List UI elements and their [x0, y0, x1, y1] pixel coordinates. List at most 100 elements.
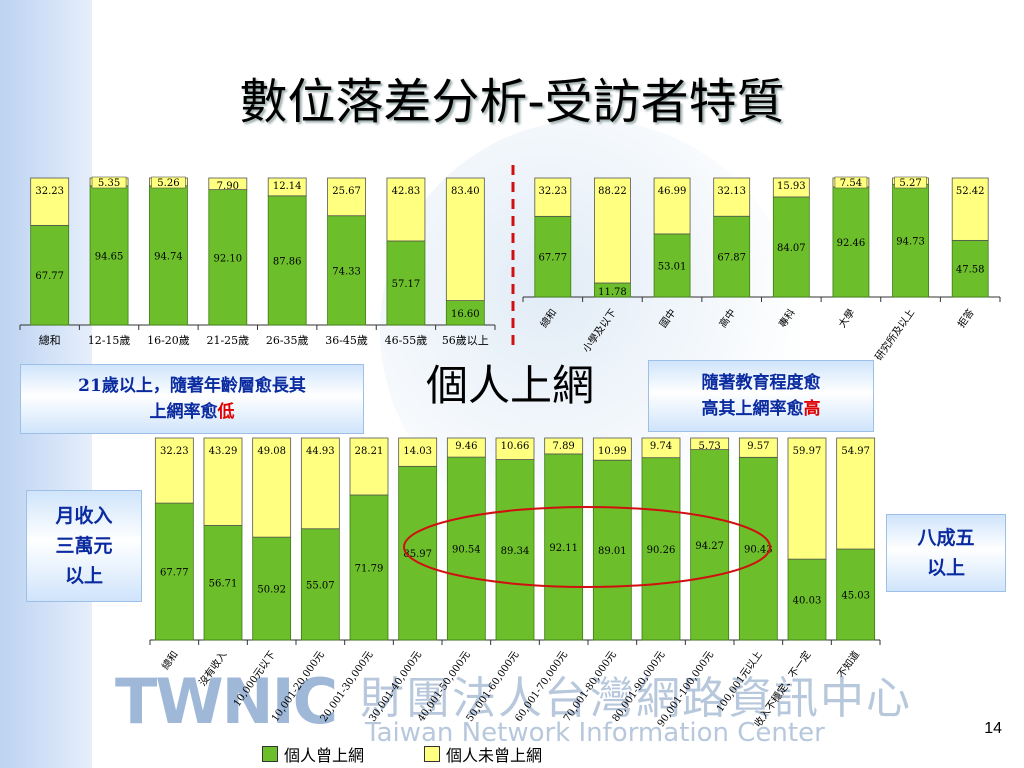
label-no-age-2: 5.26 — [157, 178, 179, 189]
label-no-edu-1: 88.22 — [598, 186, 627, 197]
category-label-age-4: 26-35歲 — [266, 333, 309, 347]
bar-yes-edu-4 — [772, 196, 810, 298]
label-yes-inc-10: 90.26 — [647, 545, 676, 556]
label-yes-age-3: 92.10 — [213, 253, 242, 264]
label-yes-edu-6: 94.73 — [896, 237, 925, 248]
category-label-edu-3: 高中 — [716, 306, 738, 330]
label-no-age-5: 25.67 — [332, 186, 361, 197]
category-label-edu-6: 研究所及以上 — [872, 306, 917, 363]
label-yes-age-1: 94.65 — [95, 251, 124, 262]
callout-edu-line2-text: 高其上網率愈 — [701, 399, 804, 419]
callout-income-line3: 以上 — [64, 565, 103, 587]
category-label-age-2: 16-20歲 — [147, 333, 190, 347]
category-label-age-6: 46-55歲 — [385, 333, 428, 347]
category-label-inc-6: 40,001-50,000元 — [416, 649, 473, 724]
bar-no-edu-1 — [594, 177, 631, 284]
bar-yes-age-0 — [30, 224, 70, 326]
callout-85-line2: 以上 — [926, 557, 965, 579]
bar-no-inc-13 — [787, 437, 827, 560]
label-no-inc-12: 9.57 — [747, 441, 769, 452]
category-label-inc-2: 10,000元以下 — [232, 649, 278, 709]
label-yes-edu-2: 53.01 — [658, 261, 687, 272]
label-yes-age-0: 67.77 — [35, 271, 64, 282]
bar-yes-edu-2 — [653, 233, 691, 298]
label-yes-age-6: 57.17 — [392, 279, 421, 290]
bar-no-edu-0 — [534, 177, 572, 217]
label-no-age-4: 12.14 — [273, 181, 302, 192]
label-yes-edu-4: 84.07 — [777, 243, 806, 254]
page-number: 14 — [984, 720, 1002, 737]
category-label-age-7: 56歲以上 — [442, 333, 489, 347]
label-yes-edu-1: 11.78 — [598, 287, 627, 298]
bar-yes-inc-2 — [252, 536, 292, 641]
label-box-no-edu-5 — [834, 176, 868, 189]
label-yes-inc-0: 67.77 — [160, 568, 189, 579]
label-yes-inc-3: 55.07 — [306, 580, 335, 591]
label-no-inc-4: 28.21 — [355, 446, 384, 457]
label-yes-inc-13: 40.03 — [793, 596, 822, 607]
category-label-inc-12: 100,001元以上 — [714, 649, 765, 714]
label-yes-inc-1: 56.71 — [209, 579, 238, 590]
chart-legend: 個人曾上網 個人未曾上網 — [262, 742, 542, 766]
bar-yes-inc-8 — [544, 453, 584, 641]
category-label-inc-0: 總和 — [159, 648, 181, 672]
callout-85-line1: 八成五 — [917, 527, 975, 549]
bar-yes-edu-3 — [713, 215, 751, 298]
label-yes-inc-9: 89.01 — [598, 546, 627, 557]
category-label-inc-5: 30,001-40,000元 — [367, 649, 424, 724]
label-yes-inc-14: 45.03 — [841, 591, 870, 602]
category-label-edu-2: 國中 — [656, 306, 678, 330]
callout-age-highlight: 低 — [217, 402, 235, 422]
category-label-edu-7: 拒答 — [955, 306, 977, 330]
bar-no-inc-11 — [690, 437, 730, 450]
label-no-edu-2: 46.99 — [658, 186, 687, 197]
label-no-edu-0: 32.23 — [538, 186, 567, 197]
bar-no-inc-9 — [592, 437, 632, 461]
label-yes-inc-2: 50.92 — [257, 585, 286, 596]
bar-no-inc-10 — [641, 437, 681, 459]
category-label-inc-14: 不知道 — [834, 648, 862, 680]
label-box-no-age-2 — [151, 176, 186, 189]
label-no-inc-9: 10.99 — [598, 446, 627, 457]
bar-yes-inc-9 — [592, 459, 632, 641]
category-label-inc-10: 80,001-90,000元 — [611, 649, 668, 724]
callout-education: 隨著教育程度愈 高其上網率愈高 — [648, 360, 874, 432]
label-no-age-7: 83.40 — [451, 186, 480, 197]
callout-age: 21歲以上，隨著年齡層愈長其 上網率愈低 — [20, 364, 364, 434]
label-yes-inc-6: 90.54 — [452, 545, 481, 556]
legend-swatch-yellow — [424, 746, 441, 762]
label-no-inc-8: 7.89 — [553, 441, 575, 452]
bar-no-age-0 — [30, 177, 70, 226]
label-no-inc-5: 14.03 — [403, 446, 432, 457]
bar-no-age-3 — [208, 177, 248, 191]
callout-eightyfive: 八成五 以上 — [886, 514, 1006, 592]
watermark-chinese: 財團法人台灣網路資訊中心 — [360, 673, 912, 724]
category-label-inc-1: 沒有收入 — [196, 648, 230, 688]
highlight-ellipse — [403, 506, 771, 588]
category-label-edu-4: 專科 — [776, 306, 798, 330]
callout-age-line2: 上網率愈低 — [150, 399, 235, 425]
label-yes-age-4: 87.86 — [273, 256, 302, 267]
label-no-inc-1: 43.29 — [209, 446, 238, 457]
bar-yes-age-1 — [89, 185, 129, 326]
bar-no-age-7 — [445, 177, 485, 301]
legend-swatch-green — [262, 746, 278, 762]
label-no-inc-13: 59.97 — [793, 446, 822, 457]
legend-label-no: 個人未曾上網 — [446, 746, 543, 765]
bar-yes-inc-10 — [641, 457, 681, 641]
category-label-inc-4: 20,001-30,000元 — [319, 649, 376, 724]
label-no-age-1: 5.35 — [98, 178, 120, 189]
label-no-inc-11: 5.73 — [699, 441, 721, 452]
callout-age-line1: 21歲以上，隨著年齡層愈長其 — [78, 376, 306, 396]
label-yes-inc-11: 94.27 — [695, 541, 724, 552]
bar-yes-age-3 — [208, 189, 248, 326]
bar-yes-inc-12 — [738, 456, 778, 641]
bar-no-inc-1 — [203, 437, 243, 526]
label-no-inc-6: 9.46 — [455, 441, 477, 452]
bar-no-edu-3 — [713, 177, 751, 217]
bar-no-inc-12 — [738, 437, 778, 458]
category-label-inc-3: 10,001-20,000元 — [270, 649, 327, 724]
category-label-inc-8: 60,001-70,000元 — [513, 649, 570, 724]
bar-no-edu-4 — [772, 177, 810, 198]
